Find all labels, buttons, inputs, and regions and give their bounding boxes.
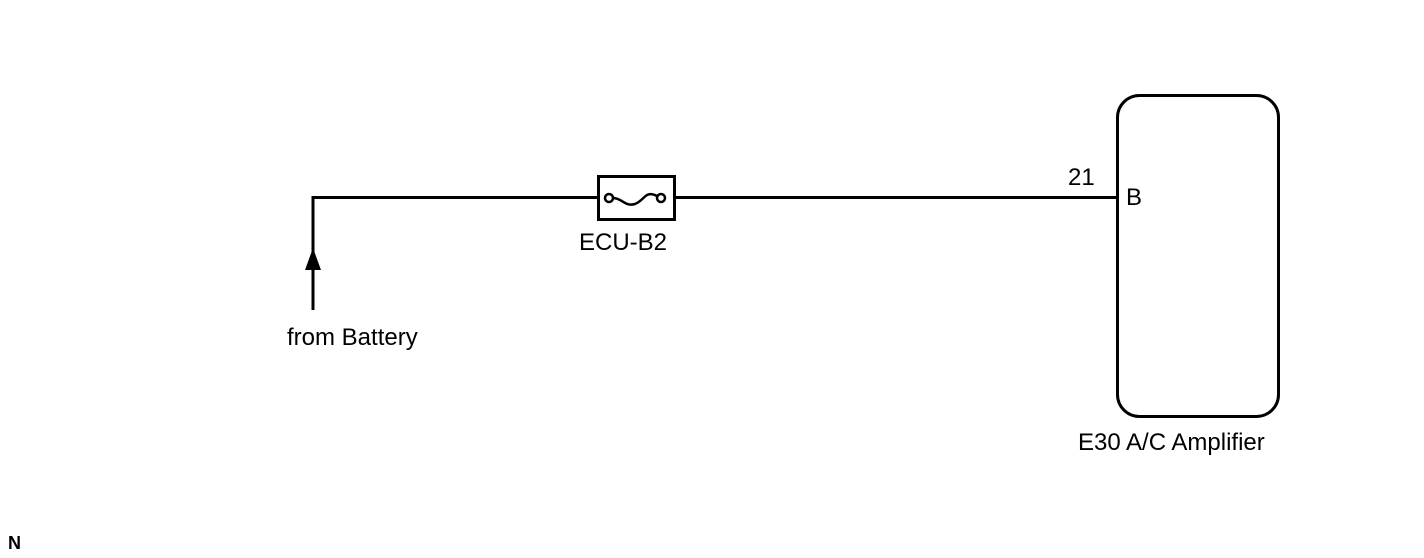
fuse-terminal-left — [603, 192, 615, 204]
battery-arrow-icon — [305, 248, 321, 270]
terminal-label: B — [1126, 184, 1142, 211]
corner-mark: N — [8, 533, 21, 553]
ac-amplifier-body — [1116, 94, 1280, 418]
fuse-element-icon — [612, 192, 658, 206]
component-label: E30 A/C Amplifier — [1078, 429, 1265, 456]
fuse-label: ECU-B2 — [579, 229, 667, 256]
fuse-ecu-b2 — [597, 175, 676, 221]
source-label: from Battery — [287, 324, 418, 351]
pin-number: 21 — [1068, 164, 1095, 191]
fuse-terminal-right — [655, 192, 667, 204]
